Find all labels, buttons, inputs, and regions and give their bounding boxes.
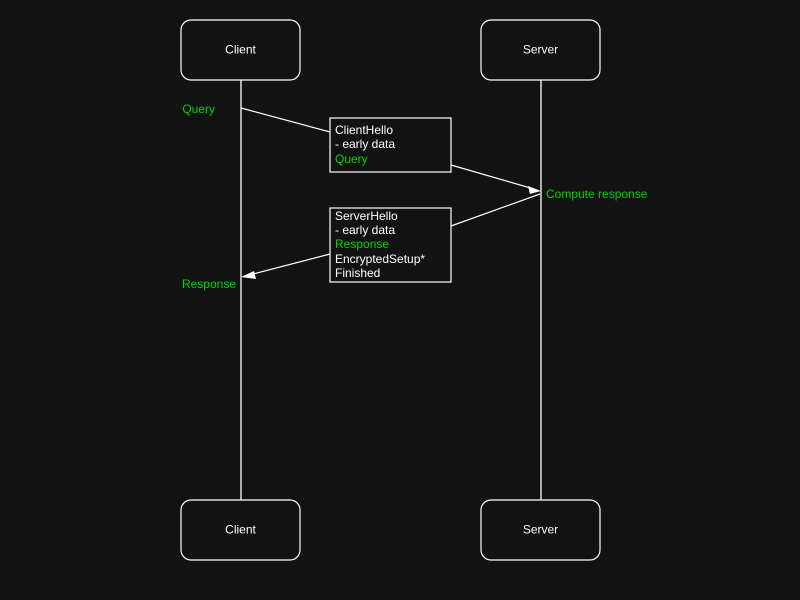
participant-label: Client bbox=[225, 43, 256, 57]
message-server-to-client[interactable] bbox=[241, 193, 541, 279]
note-line-accent: Response bbox=[335, 237, 389, 251]
message-line-segment-left bbox=[240, 107, 331, 133]
participant-box-shape bbox=[180, 499, 301, 561]
note-line: - early data bbox=[335, 223, 395, 237]
participant-server-bottom[interactable]: Server bbox=[480, 499, 601, 561]
participant-server-top[interactable]: Server bbox=[480, 19, 601, 81]
participant-client-bottom[interactable]: Client bbox=[180, 499, 301, 561]
participant-box-shape bbox=[480, 499, 601, 561]
note-line: - early data bbox=[335, 137, 395, 151]
note-line-accent: Query bbox=[335, 152, 368, 166]
message-line-segment-right bbox=[450, 193, 541, 227]
note-line: ClientHello bbox=[335, 123, 393, 137]
note-line: ServerHello bbox=[335, 209, 398, 223]
participant-label: Server bbox=[523, 43, 558, 57]
participant-box-shape bbox=[480, 19, 601, 81]
participant-label: Server bbox=[523, 523, 558, 537]
label-response: Response bbox=[182, 277, 236, 291]
arrowhead-left-icon bbox=[241, 271, 256, 279]
participant-client-top[interactable]: Client bbox=[180, 19, 301, 81]
label-compute-response: Compute response bbox=[546, 187, 648, 201]
message-line-segment-right bbox=[450, 164, 535, 190]
arrowhead-right-icon bbox=[528, 186, 541, 194]
message-line-segment-left bbox=[248, 253, 331, 276]
note-line: Finished bbox=[335, 266, 380, 280]
label-query: Query bbox=[182, 102, 215, 116]
note-box-shape bbox=[329, 207, 452, 283]
note-box-fill bbox=[331, 209, 450, 281]
note-box-shape bbox=[329, 117, 452, 173]
note-line: EncryptedSetup* bbox=[335, 252, 425, 266]
note-box-fill bbox=[331, 119, 450, 171]
note-serverhello[interactable]: ServerHello - early data Response Encryp… bbox=[329, 207, 452, 283]
note-clienthello[interactable]: ClientHello - early data Query bbox=[329, 117, 452, 173]
message-client-to-server[interactable] bbox=[240, 107, 541, 194]
participant-box-shape bbox=[180, 19, 301, 81]
participant-label: Client bbox=[225, 523, 256, 537]
